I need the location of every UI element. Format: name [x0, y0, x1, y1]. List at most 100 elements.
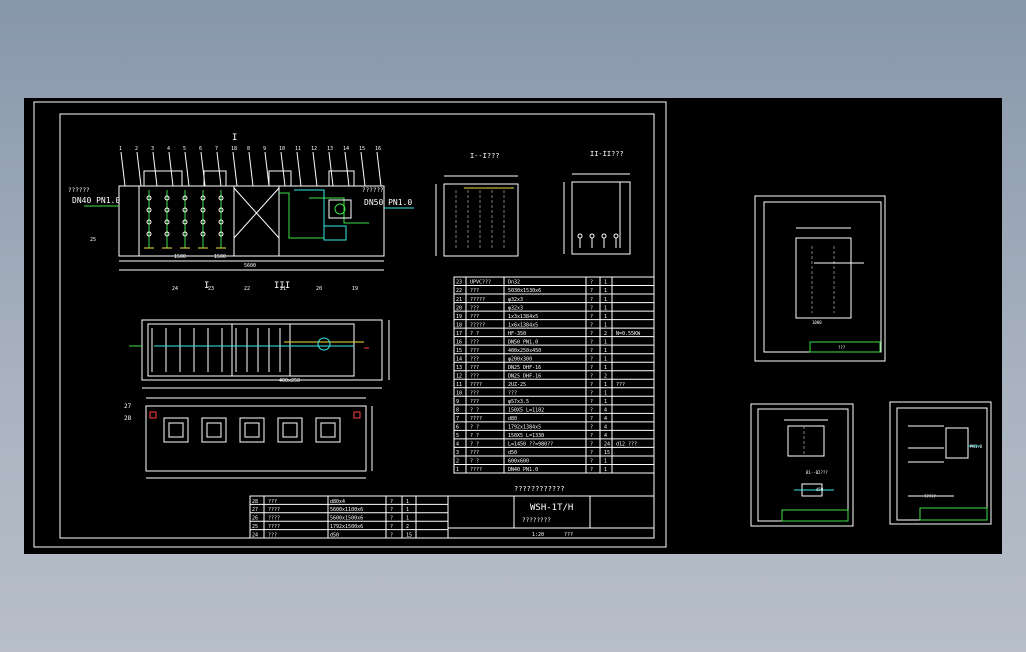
bom-cell: 2 — [456, 459, 459, 465]
lower-cell: 1 — [406, 499, 409, 505]
bom-cell: 7 — [456, 416, 459, 422]
bom-cell: ? — [590, 331, 593, 337]
lower-cell: ? — [390, 516, 393, 522]
lower-cell: d80x4 — [330, 499, 345, 505]
bom-cell: 1x6x1384x5 — [508, 322, 538, 328]
lower-cell: ???? — [268, 507, 280, 513]
bom-cell: ??? — [470, 391, 479, 397]
bom-cell: ? — [590, 450, 593, 456]
main-sheet-inner-frame — [59, 113, 655, 539]
callout-bottom: 21 — [280, 286, 286, 292]
base-view: 27 28 — [124, 397, 373, 479]
bom-cell: ? — [590, 314, 593, 320]
bom-cell: 1x3x1384x5 — [508, 314, 538, 320]
detail-sheet-3[interactable]: PN1.0 ????? — [889, 401, 992, 525]
plan-vent-label: 400x250 — [279, 378, 300, 384]
base-outline — [145, 405, 367, 472]
note-left: ?????? — [68, 187, 90, 194]
lower-cell: 24 — [252, 532, 258, 538]
bom-cell: ? ? — [470, 425, 479, 431]
bom-cell: ? — [590, 305, 593, 311]
bom-cell: 20 — [456, 305, 462, 311]
detail-sheet-1[interactable]: 1000 ??? — [754, 195, 886, 362]
lower-cell: d50 — [330, 532, 339, 538]
bom-cell: 1 — [604, 391, 607, 397]
callout-top: 2 — [135, 146, 138, 152]
lower-cell: ???? — [268, 524, 280, 530]
bom-cell: 1 — [604, 459, 607, 465]
bom-cell: ? — [590, 365, 593, 371]
pipe-left-label: DN40 PN1.0 — [72, 196, 120, 205]
bom-cell: 21 — [456, 297, 462, 303]
bom-cell: 19 — [456, 314, 462, 320]
bom-cell: ? — [590, 416, 593, 422]
lower-cell: 1 — [406, 516, 409, 522]
bom-cell: ??? — [470, 305, 479, 311]
bom-cell: ? — [590, 280, 593, 286]
bom-cell: ? — [590, 288, 593, 294]
callout-bottom: 22 — [244, 286, 250, 292]
bom-cell: ? — [590, 391, 593, 397]
bom-cell: 1 — [604, 348, 607, 354]
bom-cell: 2 — [604, 331, 607, 337]
bom-cell: UPVC??? — [470, 280, 491, 286]
detail1-dim: 1000 — [812, 320, 822, 325]
bom-cell: 4 — [456, 442, 459, 448]
bom-header: ???????????? — [514, 485, 565, 493]
callout-top: 18 — [231, 146, 237, 152]
bom-cell: 4 — [604, 416, 607, 422]
bom-cell: 2UZ-25 — [508, 382, 526, 388]
callout-bottom: 25 — [90, 237, 96, 243]
bom-cell: 24 — [604, 442, 610, 448]
bom-cell: ??? — [470, 348, 479, 354]
bom-cell: ? — [590, 433, 593, 439]
callout-top: 7 — [215, 146, 218, 152]
bom-cell: 1 — [604, 382, 607, 388]
drawing-subtitle: ???????? — [522, 517, 551, 524]
bom-cell: ??? — [470, 450, 479, 456]
bom-cell: ? — [590, 399, 593, 405]
bom-cell: ? — [590, 297, 593, 303]
bom-cell: 12 — [456, 373, 462, 379]
bom-cell: 16 — [456, 339, 462, 345]
bom-cell: ??? — [470, 356, 479, 362]
tank-outline — [118, 185, 385, 257]
bom-cell: 4 — [604, 425, 607, 431]
bom-cell: 1 — [604, 467, 607, 473]
lower-cell: 28 — [252, 499, 258, 505]
bom-cell: 1 — [604, 297, 607, 303]
bom-cell: d50 — [508, 450, 517, 456]
main-sheet-border — [33, 101, 667, 548]
bom-cell: ???? — [470, 416, 482, 422]
callout-top: 8 — [247, 146, 250, 152]
callout-top: 15 — [359, 146, 365, 152]
lower-cell: 2 — [406, 524, 409, 530]
bom-cell: d80 — [508, 416, 517, 422]
bom-cell: ? — [590, 425, 593, 431]
lower-cell: 15 — [406, 532, 412, 538]
bom-cell: φ32x3 — [508, 305, 523, 311]
plan-outline — [141, 319, 383, 381]
callout-top: 5 — [183, 146, 186, 152]
bom-cell: 400x250x450 — [508, 348, 541, 354]
bom-cell: φ32x3 — [508, 297, 523, 303]
detail1-title: ??? — [838, 345, 846, 350]
callout-bottom: 19 — [352, 286, 358, 292]
bom-cell: ??? — [470, 288, 479, 294]
bom-cell: ? — [590, 348, 593, 354]
bom-cell: 1 — [604, 322, 607, 328]
bom-cell: 11 — [456, 382, 462, 388]
bom-cell: 600x600 — [508, 459, 529, 465]
callout-top: 14 — [343, 146, 349, 152]
lower-cell: ??? — [268, 499, 277, 505]
bom-cell: ? — [590, 442, 593, 448]
bom-cell: ? ? — [470, 331, 479, 337]
bom-cell: 1 — [604, 356, 607, 362]
detail3-dim: PN1.0 — [970, 444, 983, 449]
detail-sheet-2[interactable]: B1--B2??? d50 — [750, 403, 854, 527]
bom-frame — [453, 276, 655, 474]
bom-cell: 10 — [456, 391, 462, 397]
bom-cell: ??? — [616, 382, 625, 388]
